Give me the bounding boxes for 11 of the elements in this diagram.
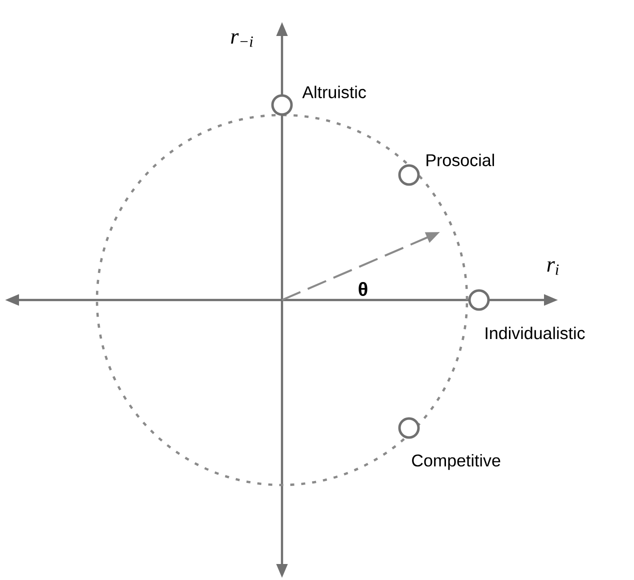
angle-label: θ: [358, 282, 368, 296]
node-label: Competitive: [412, 454, 500, 470]
marker-circle: [398, 417, 420, 439]
node-label: Prosocial: [426, 154, 494, 166]
node-label: Individualistic: [486, 326, 585, 340]
marker-circle: [271, 94, 293, 116]
marker-circle: [468, 289, 490, 311]
marker-circle: [398, 164, 420, 186]
axis-label: r$_{i}$: [547, 261, 559, 275]
axis-label: r$_{−i}$: [231, 33, 253, 47]
node-label: Altruistic: [302, 86, 366, 98]
